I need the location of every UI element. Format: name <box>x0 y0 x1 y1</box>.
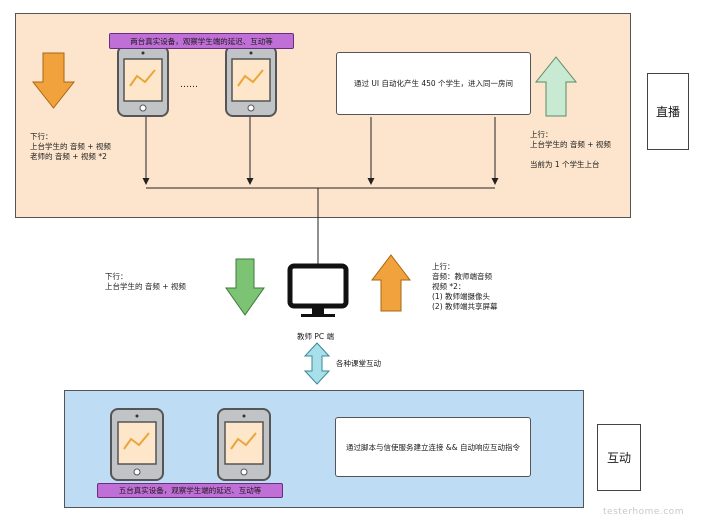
live-devices-label: 两台真实设备，观察学生端的延迟、互动等 <box>109 33 294 49</box>
teacher-pc-label: 教师 PC 端 <box>297 332 335 341</box>
interactive-devices-label: 五台真实设备，观察学生端的延迟、互动等 <box>97 483 283 498</box>
live-badge: 直播 <box>647 73 689 150</box>
interactive-badge: 互动 <box>597 424 641 491</box>
live-downstream-text: 下行： 上台学生的 音频 + 视频 老师的 音频 + 视频 *2 <box>30 132 111 161</box>
watermark: testerhome.com <box>603 507 684 517</box>
live-upstream-text: 上行： 上台学生的 音频 + 视频 当前为 1 个学生上台 <box>530 130 611 169</box>
teacher-upstream-text: 上行： 音频：教师端音频 视频 *2： (1) 教师端摄像头 (2) 教师端共享… <box>432 262 498 311</box>
teacher-downstream-text: 下行： 上台学生的 音频 + 视频 <box>105 272 186 291</box>
script-service-box: 通过脚本与信使服务建立连接 && 自动响应互动指令 <box>335 417 531 477</box>
virtual-students-box: 通过 UI 自动化产生 450 个学生，进入同一房间 <box>336 52 531 115</box>
ellipsis: …… <box>180 80 198 90</box>
interaction-label: 各种课堂互动 <box>336 359 381 368</box>
